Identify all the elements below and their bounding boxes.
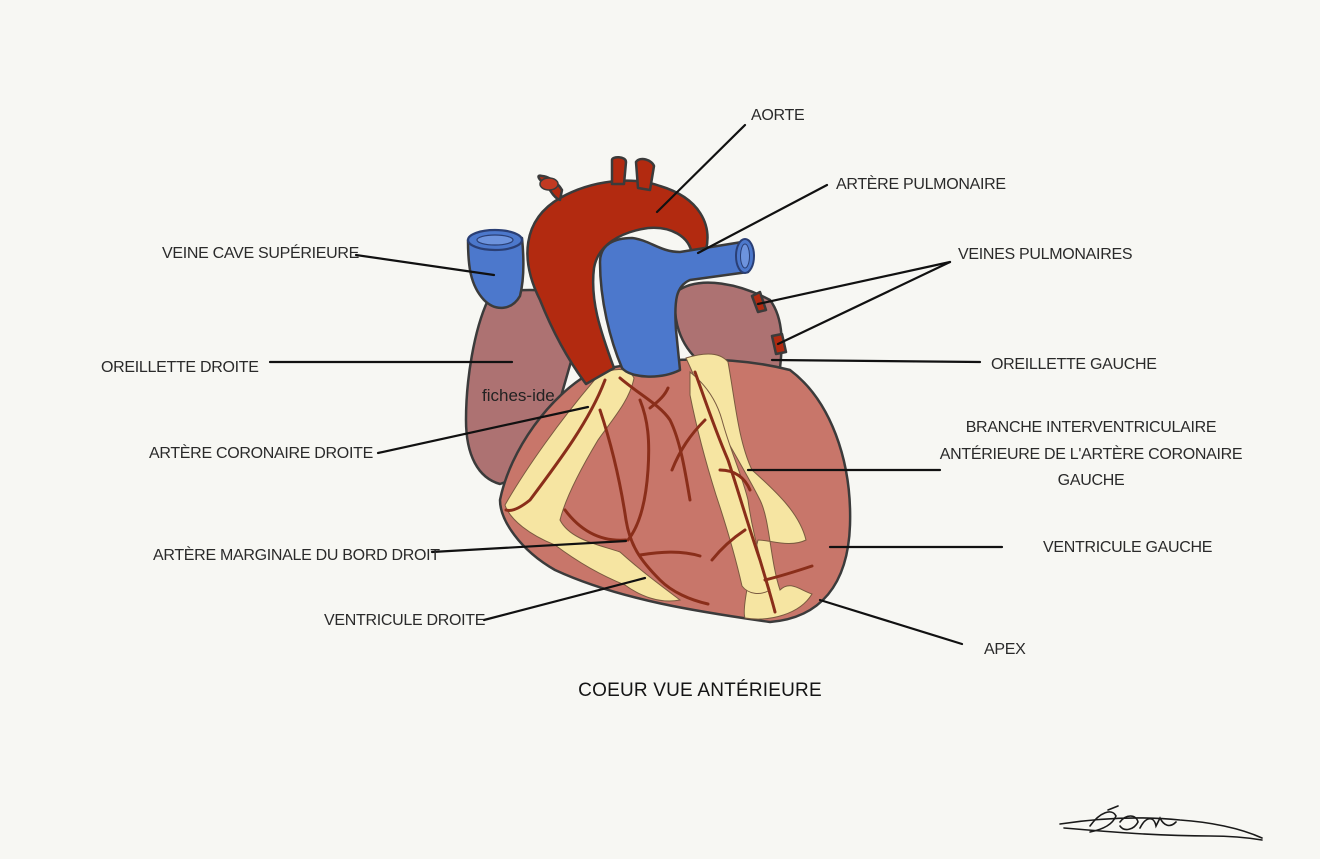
right-atrium-shape xyxy=(464,288,582,486)
label-apex: APEX xyxy=(984,641,1026,658)
pulmonary-artery-shape xyxy=(598,236,750,378)
label-artere-coronaire-droite: ARTÈRE CORONAIRE DROITE xyxy=(149,443,373,462)
label-veine-cave-superieure: VEINE CAVE SUPÉRIEURE xyxy=(162,243,359,262)
diagram-title: COEUR VUE ANTÉRIEURE xyxy=(578,680,822,701)
leader-veine-cave xyxy=(354,253,496,277)
label-branche-line-1: BRANCHE INTERVENTRICULAIRE xyxy=(966,419,1217,436)
pulmonary-artery-lumen xyxy=(740,243,750,269)
leader-artere-pulmonaire xyxy=(696,183,829,255)
label-artere-pulmonaire: ARTÈRE PULMONAIRE xyxy=(836,174,1006,193)
brachiocephalic-opening xyxy=(539,177,559,191)
pulmonary-vein-upper xyxy=(750,290,768,314)
labels: AORTE ARTÈRE PULMONAIRE VEINES PULMONAIR… xyxy=(101,107,1243,658)
leader-ventricule-droite xyxy=(482,576,647,622)
label-artere-marginale: ARTÈRE MARGINALE DU BORD DROIT xyxy=(153,545,440,564)
leader-aorte xyxy=(655,123,747,214)
carotid-branch xyxy=(610,156,628,186)
leader-artere-coronaire-droite xyxy=(376,405,590,455)
leader-apex xyxy=(818,598,964,646)
leader-veines-pulmonaires-2 xyxy=(776,260,952,346)
label-veines-pulmonaires: VEINES PULMONAIRES xyxy=(958,246,1132,263)
signature-mark xyxy=(1059,805,1263,841)
leader-veines-pulmonaires-1 xyxy=(756,260,952,306)
leader-oreillette-gauche xyxy=(770,358,982,364)
label-oreillette-droite: OREILLETTE DROITE xyxy=(101,359,259,376)
label-oreillette-gauche: OREILLETTE GAUCHE xyxy=(991,356,1157,373)
coronary-vessels xyxy=(504,370,814,614)
label-ventricule-gauche: VENTRICULE GAUCHE xyxy=(1043,539,1212,556)
leader-lines xyxy=(268,123,1004,646)
label-aorte: AORTE xyxy=(751,107,804,124)
left-atrium-shape xyxy=(673,281,783,370)
leader-artere-marginale xyxy=(430,539,628,554)
superior-vena-cava-lumen xyxy=(476,234,514,246)
watermark-text: fiches-ide xyxy=(482,386,555,405)
heart-illustration: fiches-ide xyxy=(464,156,852,624)
label-branche-line-3: GAUCHE xyxy=(1058,472,1125,489)
label-ventricule-droite: VENTRICULE DROITE xyxy=(324,612,485,629)
subclavian-branch xyxy=(634,157,656,192)
label-branche-line-2: ANTÉRIEURE DE L'ARTÈRE CORONAIRE xyxy=(940,444,1243,463)
